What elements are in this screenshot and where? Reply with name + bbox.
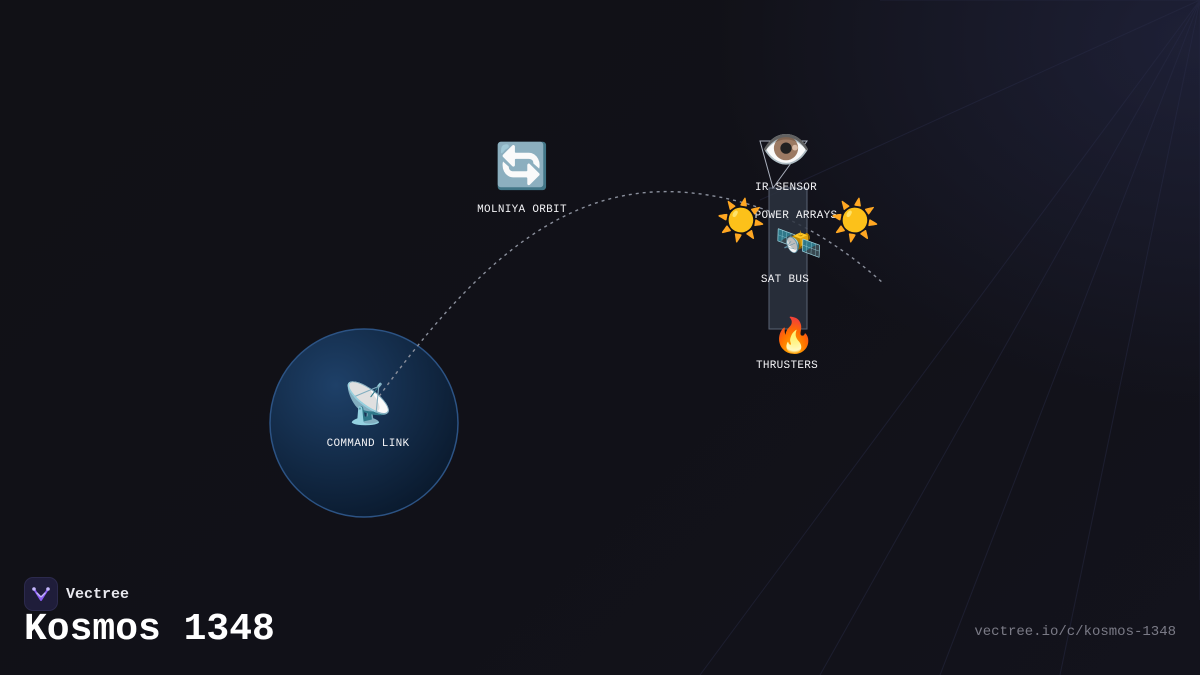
node-ir-sensor[interactable]: 👁️ IR SENSOR [754, 131, 818, 195]
satellite-dish-icon: 📡 [343, 385, 393, 430]
node-label: IR SENSOR [754, 182, 818, 194]
brand[interactable]: Vectree [24, 577, 129, 611]
node-label: POWER ARRAYS [754, 210, 838, 222]
ground-station-circle [269, 328, 459, 518]
page-url[interactable]: vectree.io/c/kosmos-1348 [974, 624, 1176, 640]
node-thrusters[interactable]: 🔥 THRUSTERS [756, 322, 818, 372]
satellite-icon: 🛰️ [775, 225, 823, 268]
node-power-arrays[interactable]: POWER ARRAYS [755, 210, 838, 222]
node-molniya-orbit[interactable]: 🔄 MOLNIYA ORBIT [477, 148, 567, 216]
solar-panel-left: ☀️ [716, 205, 766, 245]
fire-icon: 🔥 [772, 320, 816, 358]
page-title: Kosmos 1348 [24, 608, 275, 651]
node-label: SAT BUS [760, 274, 810, 286]
node-label: THRUSTERS [755, 360, 819, 372]
satellite-bus-panel [768, 187, 808, 330]
sensor-field-of-view [759, 140, 808, 190]
cycle-arrows-icon: 🔄 [494, 145, 550, 195]
node-label: MOLNIYA ORBIT [477, 204, 567, 216]
sun-icon: ☀️ [716, 202, 766, 247]
eye-icon: 👁️ [761, 131, 811, 176]
sun-icon: ☀️ [830, 202, 880, 247]
node-command-link[interactable]: 📡 COMMAND LINK [326, 385, 410, 451]
node-label: COMMAND LINK [326, 438, 410, 450]
node-sat-bus[interactable]: 🛰️ SAT BUS [747, 225, 823, 287]
vectree-logo-icon [24, 577, 58, 611]
solar-panel-right: ☀️ [830, 205, 880, 245]
brand-name: Vectree [66, 585, 130, 603]
